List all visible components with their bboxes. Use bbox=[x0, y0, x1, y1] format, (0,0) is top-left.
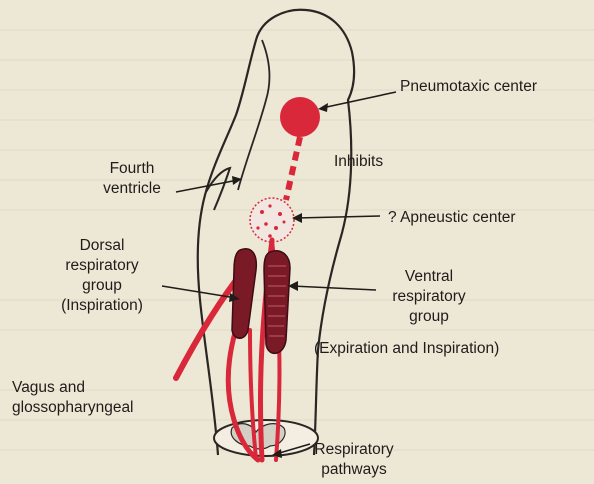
pons-inner-edge bbox=[238, 40, 269, 190]
fourth-ventricle-label: Fourth ventricle bbox=[80, 159, 184, 199]
ventral-group-label: Ventral respiratory group bbox=[374, 267, 484, 327]
fourth-ventricle-notch bbox=[206, 168, 230, 210]
inhibits-label: Inhibits bbox=[334, 152, 383, 172]
inhibits-dashed-line bbox=[286, 137, 300, 200]
respiratory-pathways-label: Respiratory pathways bbox=[298, 440, 410, 480]
vagus-glossopharyngeal-label: Vagus and glossopharyngeal bbox=[12, 378, 134, 418]
apneustic-center-dot bbox=[250, 198, 294, 242]
dorsal-group-label: Dorsal respiratory group (Inspiration) bbox=[40, 236, 164, 316]
dorsal-group-column bbox=[232, 249, 256, 338]
ventral-group-function-label: (Expiration and Inspiration) bbox=[314, 339, 499, 359]
apneustic-center-label: ? Apneustic center bbox=[388, 208, 516, 228]
pneumotaxic-center-label: Pneumotaxic center bbox=[400, 77, 537, 97]
pneumotaxic-center-dot bbox=[280, 97, 320, 137]
